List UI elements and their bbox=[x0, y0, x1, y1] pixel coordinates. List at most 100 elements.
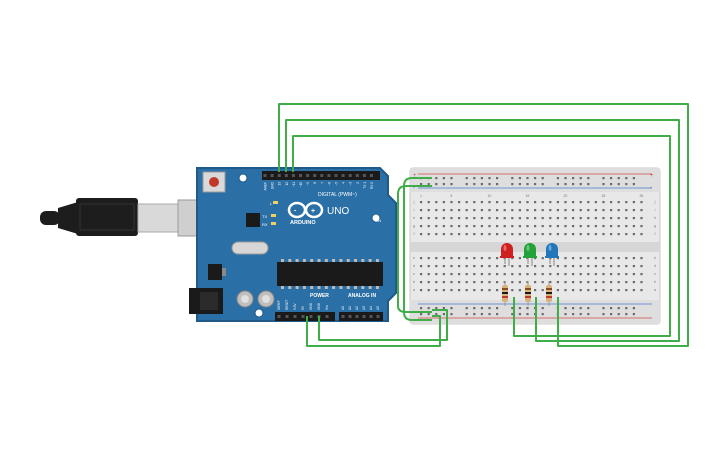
digital-pin-label: ~3 bbox=[349, 182, 353, 186]
header-pin-hole[interactable] bbox=[325, 315, 329, 318]
header-pin-label: A3 bbox=[362, 306, 366, 310]
row-letter: j bbox=[654, 200, 656, 204]
microcontroller-chip bbox=[277, 262, 383, 286]
digital-pin-hole[interactable] bbox=[362, 174, 366, 177]
row-letter: a bbox=[413, 288, 415, 292]
digital-pin-hole[interactable] bbox=[306, 174, 310, 177]
header-pin-hole[interactable] bbox=[355, 315, 359, 318]
wire-pin13-to-blue bbox=[278, 103, 689, 347]
digital-pin-holes bbox=[263, 174, 373, 177]
header-pin-hole[interactable] bbox=[376, 315, 380, 318]
digital-pin-label: 8 bbox=[313, 182, 317, 184]
header-pin-hole[interactable] bbox=[362, 315, 366, 318]
wire-pin12-to-green bbox=[285, 119, 680, 342]
digital-pin-label: ~5 bbox=[335, 182, 339, 186]
digital-pin-label: 12 bbox=[285, 182, 289, 186]
rail-minus-label: - bbox=[413, 185, 415, 191]
resistor-red[interactable] bbox=[502, 281, 508, 306]
usb-chip bbox=[246, 213, 260, 227]
board-brand: ARDUINO bbox=[290, 220, 316, 226]
digital-pin-label: ~9 bbox=[306, 182, 310, 186]
power-header bbox=[275, 312, 335, 321]
row-letter: d bbox=[654, 264, 656, 268]
digital-pin-hole[interactable] bbox=[284, 174, 288, 177]
digital-pin-label: AREF bbox=[264, 182, 268, 191]
digital-pin-hole[interactable] bbox=[334, 174, 338, 177]
row-letter: e bbox=[413, 256, 415, 260]
led-blue[interactable] bbox=[545, 243, 559, 266]
digital-pin-label: ~10 bbox=[299, 182, 303, 188]
digital-pin-hole[interactable] bbox=[263, 174, 267, 177]
led-green[interactable] bbox=[523, 243, 537, 266]
header-pin-label: 5V bbox=[301, 305, 305, 310]
row-letter: g bbox=[413, 224, 415, 228]
mounting-hole bbox=[254, 308, 264, 318]
digital-pin-hole[interactable] bbox=[327, 174, 331, 177]
digital-pin-hole[interactable] bbox=[341, 174, 345, 177]
header-pin-hole[interactable] bbox=[369, 315, 373, 318]
digital-pin-hole[interactable] bbox=[355, 174, 359, 177]
digital-pin-hole[interactable] bbox=[270, 174, 274, 177]
top-power-rail bbox=[410, 168, 660, 192]
rail-plus-label: + bbox=[413, 173, 417, 179]
digital-pin-label: 7 bbox=[320, 182, 324, 184]
on-label: ON bbox=[375, 218, 381, 223]
power-pin-holes bbox=[277, 315, 380, 318]
header-pin-hole[interactable] bbox=[293, 315, 297, 318]
wire-rail-left-bottom bbox=[397, 185, 432, 313]
microcontroller-pins bbox=[281, 259, 379, 289]
row-letter: a bbox=[654, 288, 656, 292]
resistor-blue[interactable] bbox=[546, 281, 552, 306]
power-label: POWER bbox=[310, 293, 329, 299]
row-letter: h bbox=[413, 216, 415, 220]
crystal-oscillator bbox=[231, 241, 269, 255]
row-letter: c bbox=[413, 272, 415, 276]
header-pin-hole[interactable] bbox=[277, 315, 281, 318]
usb-cable[interactable] bbox=[40, 198, 207, 237]
digital-pin-label: TX 1 bbox=[363, 182, 367, 189]
mounting-hole bbox=[238, 173, 248, 183]
digital-pin-hole[interactable] bbox=[313, 174, 317, 177]
digital-pin-hole[interactable] bbox=[299, 174, 302, 177]
header-pin-hole[interactable] bbox=[309, 315, 313, 318]
header-pin-hole[interactable] bbox=[348, 315, 352, 318]
row-letter: b bbox=[413, 280, 415, 284]
svg-text:-: - bbox=[294, 208, 297, 215]
row-letter: b bbox=[654, 280, 656, 284]
digital-pin-hole[interactable] bbox=[370, 174, 373, 177]
header-pin-label: RESET bbox=[285, 299, 289, 310]
digital-header-label: DIGITAL (PWM~) bbox=[318, 192, 357, 198]
digital-pin-hole[interactable] bbox=[348, 174, 352, 177]
digital-pin-hole[interactable] bbox=[320, 174, 324, 177]
board-model: UNO bbox=[327, 206, 349, 217]
row-letter: i bbox=[655, 208, 656, 212]
header-pin-label: A5 bbox=[376, 306, 380, 310]
row-letter: c bbox=[654, 272, 656, 276]
header-pin-label: GND bbox=[317, 302, 321, 310]
leds[interactable] bbox=[500, 243, 559, 266]
resistors[interactable] bbox=[502, 281, 552, 306]
wire-rail-left-top bbox=[403, 177, 432, 321]
header-pin-label: A2 bbox=[355, 306, 359, 310]
rail-plus-label: + bbox=[650, 173, 654, 179]
led-red[interactable] bbox=[500, 243, 514, 266]
row-letter: g bbox=[654, 224, 656, 228]
reset-button-cap[interactable] bbox=[209, 177, 219, 187]
column-number: 20 bbox=[563, 194, 567, 198]
l-led-label: L bbox=[270, 201, 273, 206]
digital-pin-hole[interactable] bbox=[277, 174, 281, 177]
resistor-green[interactable] bbox=[525, 281, 531, 306]
header-pin-hole[interactable] bbox=[301, 315, 305, 318]
header-pin-hole[interactable] bbox=[285, 315, 289, 318]
column-number: 25 bbox=[601, 194, 605, 198]
wire-gnd-to-rail bbox=[318, 309, 448, 341]
digital-pin-label: RX 0 bbox=[370, 182, 374, 189]
header-pin-hole[interactable] bbox=[341, 315, 345, 318]
header-pin-label: Vin bbox=[325, 305, 329, 310]
wires[interactable] bbox=[278, 103, 689, 347]
digital-pin-hole[interactable] bbox=[291, 174, 295, 177]
